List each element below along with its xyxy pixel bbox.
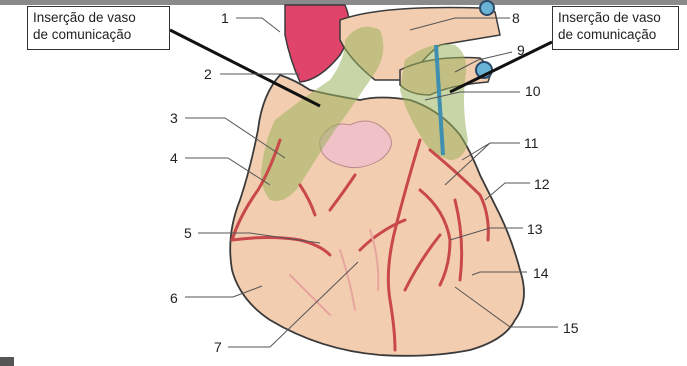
label-3: 3 — [170, 110, 178, 126]
callout-left-line1: Inserção de vaso — [33, 9, 164, 26]
vessel-opening-top — [480, 1, 494, 15]
label-9: 9 — [517, 42, 525, 58]
label-7: 7 — [214, 339, 222, 355]
label-4: 4 — [170, 150, 178, 166]
label-8: 8 — [512, 10, 520, 26]
label-5: 5 — [184, 225, 192, 241]
heart-body — [230, 75, 524, 356]
callout-right-line2: de comunicação — [558, 26, 673, 43]
label-13: 13 — [527, 221, 543, 237]
callout-communication-vessel-left: Inserção de vaso de comunicação — [27, 6, 170, 50]
label-10: 10 — [525, 83, 541, 99]
label-12: 12 — [534, 176, 550, 192]
callout-right-line1: Inserção de vaso — [558, 9, 673, 26]
label-2: 2 — [204, 66, 212, 82]
label-15: 15 — [563, 320, 579, 336]
callout-left-line2: de comunicação — [33, 26, 164, 43]
label-6: 6 — [170, 290, 178, 306]
label-1: 1 — [221, 10, 229, 26]
corner-mark — [0, 357, 14, 366]
label-11: 11 — [524, 135, 539, 151]
callout-communication-vessel-right: Inserção de vaso de comunicação — [552, 6, 679, 50]
label-14: 14 — [533, 265, 549, 281]
